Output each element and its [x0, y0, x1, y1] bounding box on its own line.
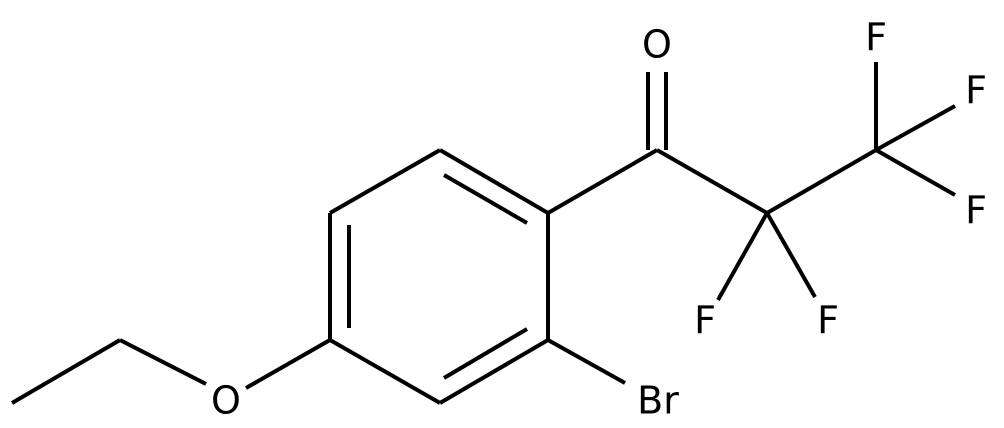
atom-label-fluorine-lower-right: F	[965, 189, 987, 233]
ring-bond-c6-c1	[438, 148, 550, 215]
bond-cf2-cf3	[765, 148, 878, 215]
bond-c4-ether-oxygen	[245, 338, 331, 390]
atom-label-fluorine-upper-right: F	[965, 69, 987, 113]
atom-label-fluorine-right: F	[817, 299, 839, 343]
atom-label-bromine: Br	[637, 379, 679, 423]
bond-ether-oxygen-ch2	[119, 338, 207, 386]
bond-cf3-f-lower-right	[875, 148, 956, 197]
ring-bond-c3-c4	[329, 338, 441, 405]
ring-bond-c2-c3	[438, 338, 550, 405]
bond-carbonyl-cf2	[656, 148, 768, 215]
atom-label-fluorine-top: F	[865, 16, 887, 60]
bond-cf2-f-right	[765, 212, 817, 298]
ring-inner-line-c2-c3	[442, 327, 529, 380]
bond-cf3-f-upper-right	[875, 104, 956, 152]
ring-bond-c5-c6	[329, 148, 441, 215]
atom-label-ether-oxygen: O	[211, 379, 241, 423]
bond-c1-carbonyl	[546, 148, 659, 215]
bond-cf2-f-left	[716, 212, 769, 301]
bond-ch2-ch3	[10, 338, 122, 405]
ring-inner-line-c6-c1	[442, 173, 529, 225]
atom-label-fluorine-left: F	[694, 299, 716, 343]
atom-label-carbonyl-oxygen: O	[642, 23, 672, 67]
bond-c2-bromine	[547, 338, 626, 385]
